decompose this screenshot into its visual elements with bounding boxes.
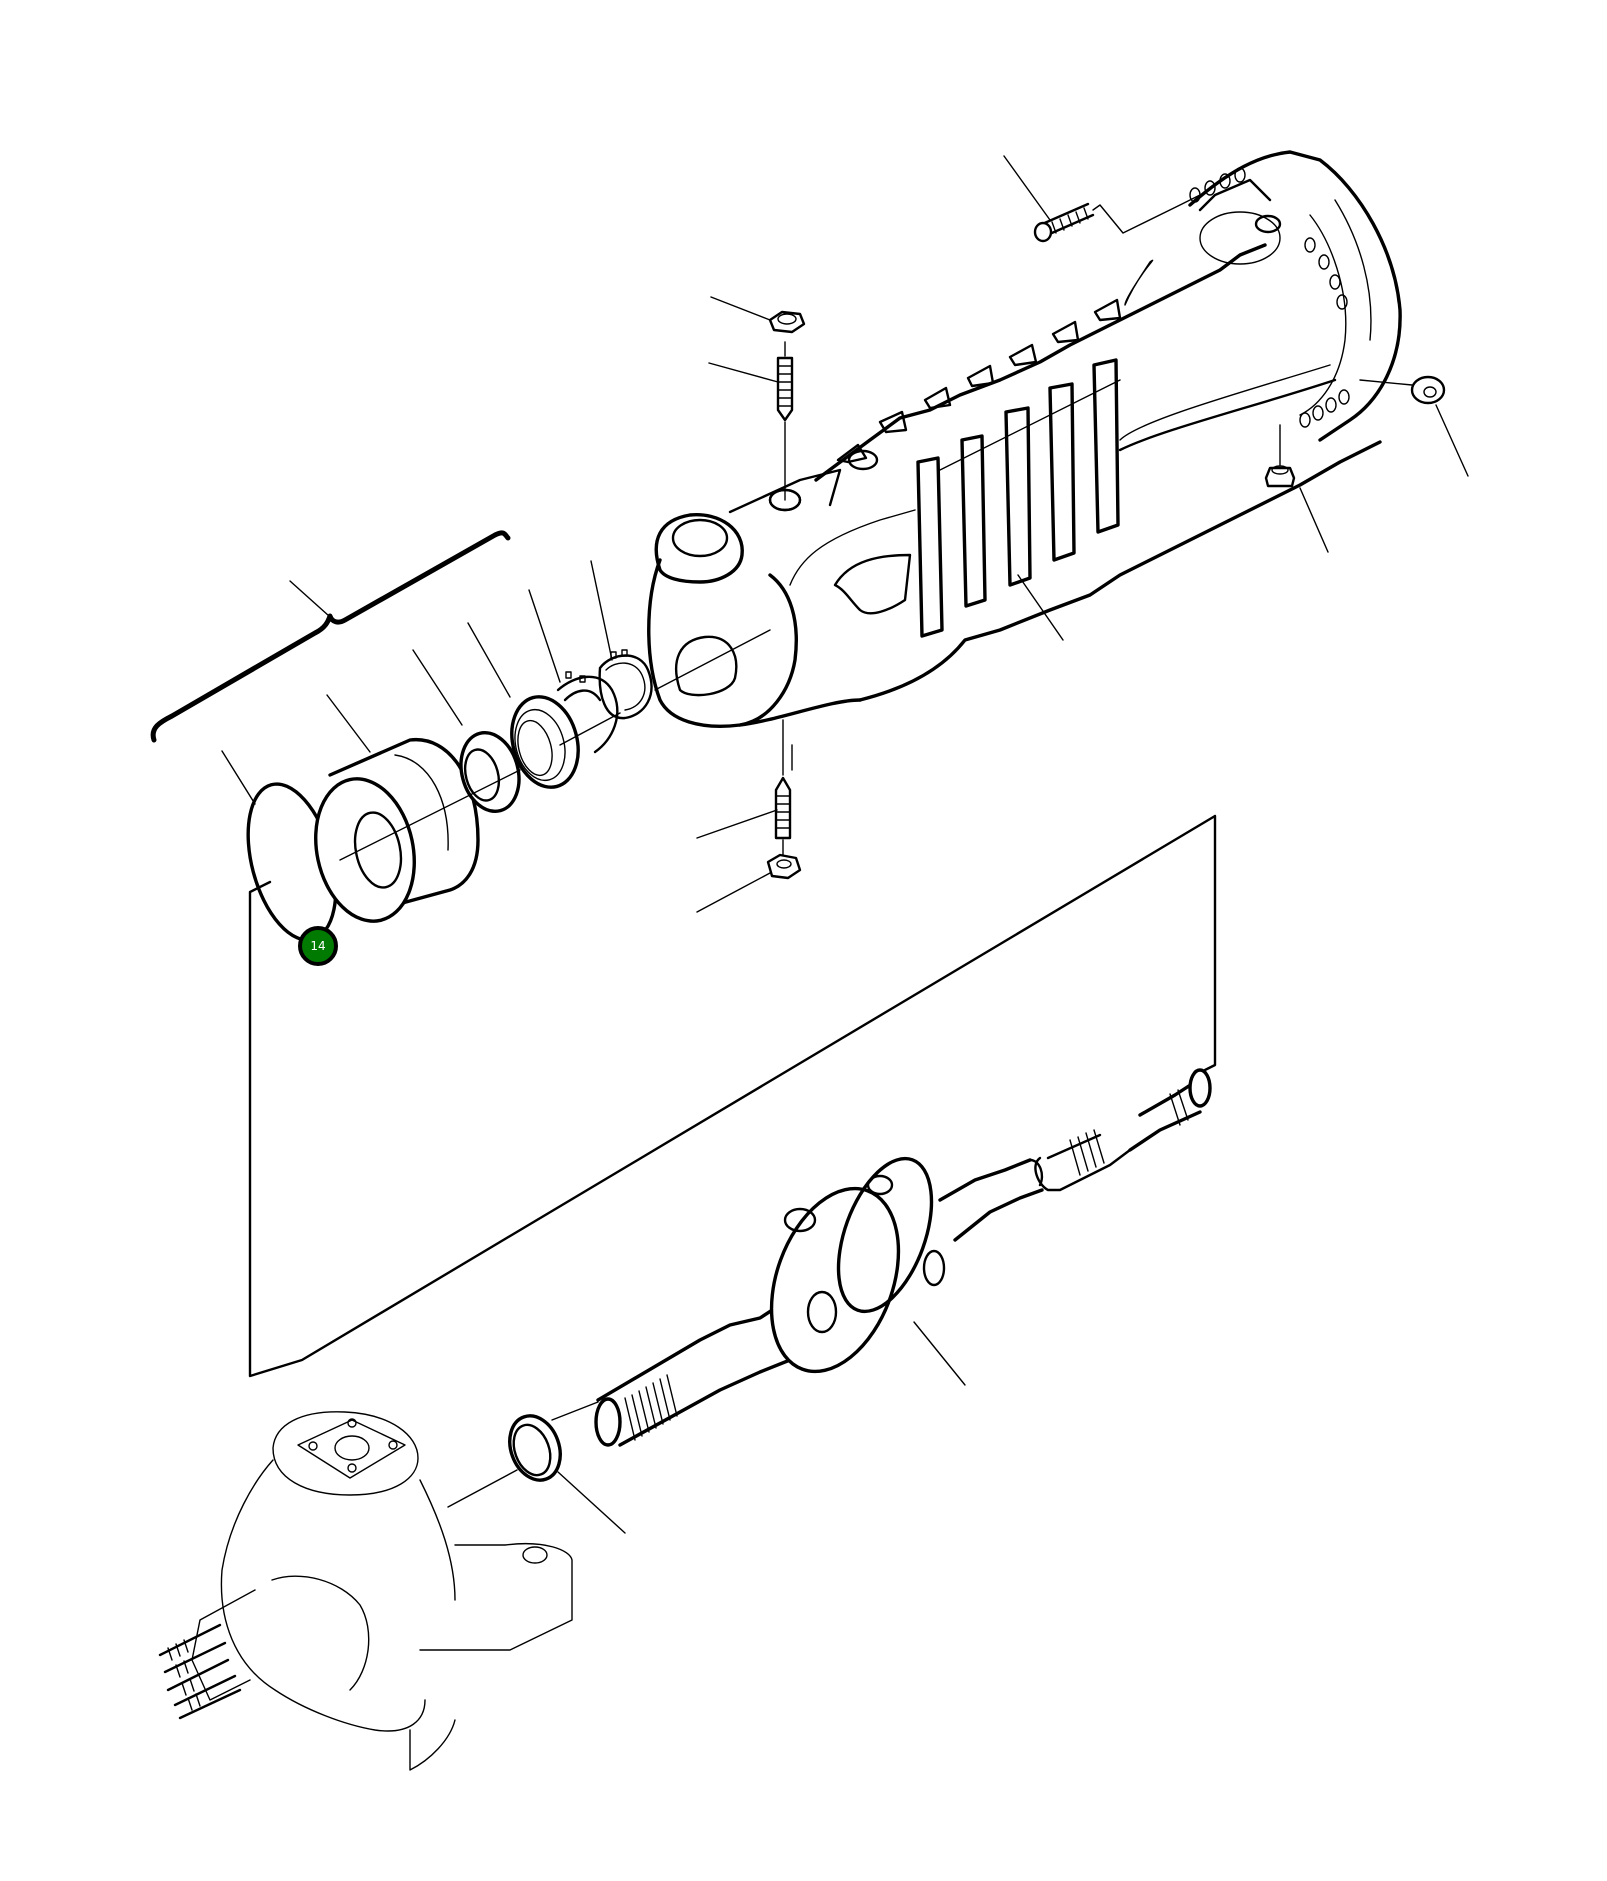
assembly-axis (339, 629, 771, 861)
universal-joint-half-shaft[interactable] (594, 1068, 1212, 1447)
callout-badge-14[interactable]: 14 (298, 926, 338, 966)
housing-cap-screw[interactable] (1033, 194, 1201, 243)
drain-plug[interactable] (1264, 424, 1296, 488)
leader-lines (221, 155, 1469, 913)
snap-ring-outer[interactable] (598, 649, 653, 720)
callout-label: 14 (310, 939, 326, 953)
level-plug[interactable] (1359, 375, 1446, 405)
shaft-seal[interactable] (447, 1401, 626, 1534)
bearing[interactable] (502, 689, 588, 794)
axle-housing[interactable] (647, 150, 1402, 728)
group-bracket (150, 530, 511, 743)
bushing-sleeve[interactable] (303, 738, 480, 931)
upper-stud[interactable] (768, 341, 802, 512)
lower-stud[interactable] (774, 719, 792, 840)
steering-knuckle[interactable] (158, 1411, 573, 1771)
snap-ring-inner[interactable] (556, 671, 619, 754)
lower-nut[interactable] (766, 839, 802, 880)
upper-nut[interactable] (768, 310, 806, 334)
callout-frame (248, 814, 1217, 1378)
